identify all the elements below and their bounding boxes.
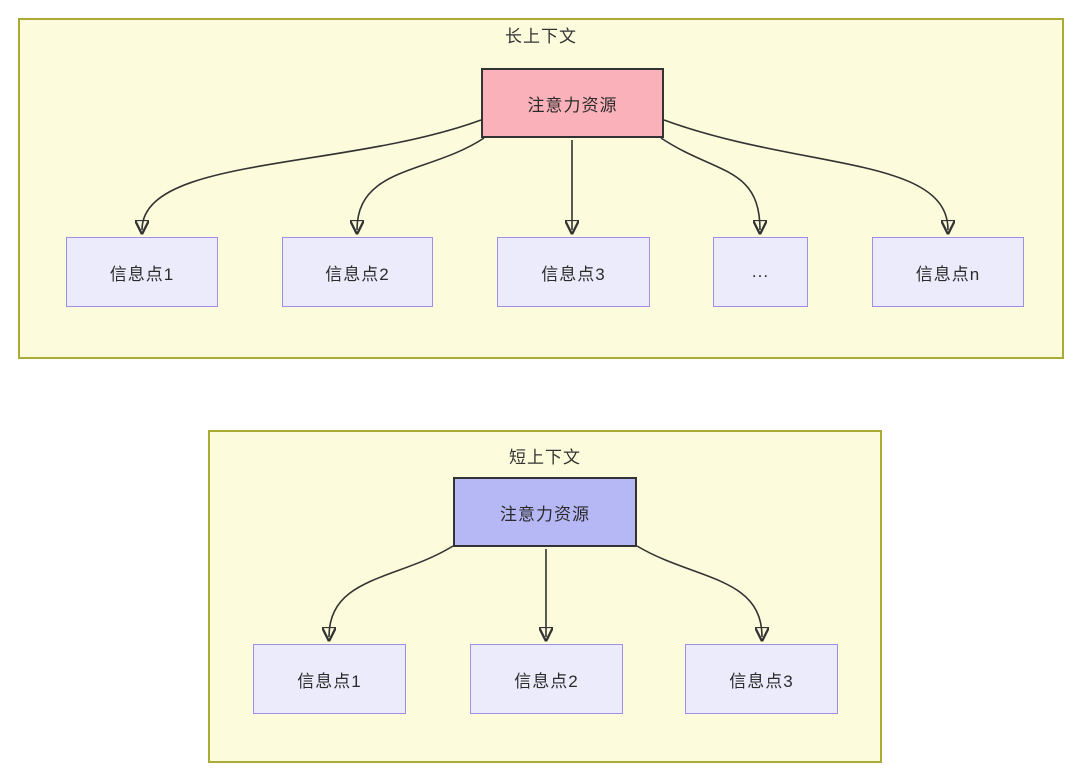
long-info-node-ellipsis: ... — [713, 237, 808, 307]
long-info-node-2: 信息点2 — [282, 237, 433, 307]
long-attention-node: 注意力资源 — [481, 68, 664, 138]
short-info-node-1: 信息点1 — [253, 644, 406, 714]
long-context-title: 长上下文 — [505, 27, 577, 46]
short-context-title: 短上下文 — [509, 448, 581, 467]
long-info-node-n: 信息点n — [872, 237, 1024, 307]
short-info-node-2: 信息点2 — [470, 644, 623, 714]
long-info-node-1: 信息点1 — [66, 237, 218, 307]
short-attention-node: 注意力资源 — [453, 477, 637, 547]
long-info-node-3: 信息点3 — [497, 237, 650, 307]
short-info-node-3: 信息点3 — [685, 644, 838, 714]
